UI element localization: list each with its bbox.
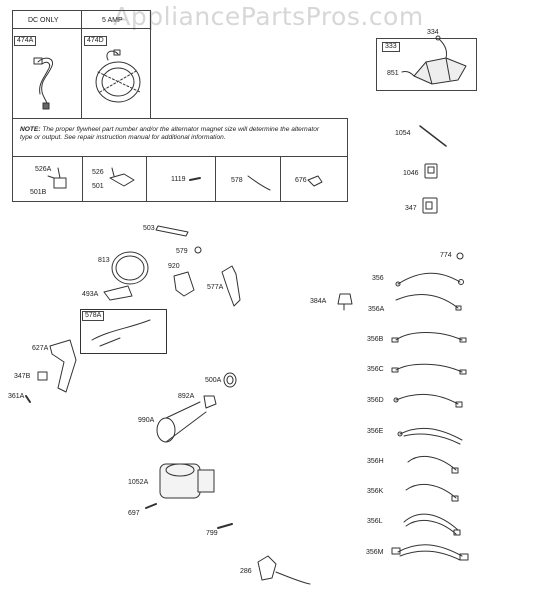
label-627A: 627A — [32, 345, 49, 352]
part-384A-switch — [337, 293, 353, 305]
part-577A-bracket — [221, 265, 241, 307]
label-526: 526 — [92, 169, 104, 176]
part-493A-bracket — [103, 285, 133, 301]
label-774: 774 — [440, 252, 452, 259]
part-578-wire — [247, 175, 271, 191]
part-474D-alternator — [95, 49, 141, 103]
harness-356 — [395, 272, 464, 287]
harness-356E — [397, 427, 463, 445]
label-501B: 501B — [30, 189, 47, 196]
note-label: NOTE: — [20, 126, 41, 133]
label-356M: 356M — [366, 549, 384, 556]
harness-356C — [391, 363, 467, 375]
label-356L: 356L — [367, 518, 383, 525]
part-474A-alternator — [33, 57, 54, 110]
part-333-harness — [401, 35, 467, 85]
part-627A-bracket — [49, 339, 77, 393]
label-361A: 361A — [8, 393, 25, 400]
label-676: 676 — [295, 177, 307, 184]
harness-356D — [393, 393, 463, 408]
label-356: 356 — [372, 275, 384, 282]
part-501B-rectifier — [47, 167, 67, 189]
part-361A-screw — [25, 395, 31, 403]
watermark: AppliancePartsPros.com — [113, 2, 424, 31]
label-356B: 356B — [367, 336, 384, 343]
label-347B: 347B — [14, 373, 31, 380]
part-990A-cone — [156, 401, 207, 443]
part-813-band — [111, 251, 149, 285]
label-347: 347 — [405, 205, 417, 212]
label-501: 501 — [92, 183, 104, 190]
note-text: The proper flywheel part number and/or t… — [20, 126, 320, 141]
part-1052A-starter — [159, 463, 215, 499]
part-286-switch — [257, 555, 311, 585]
label-1052A: 1052A — [128, 479, 149, 486]
label-892A: 892A — [178, 393, 195, 400]
part-892A-gear — [203, 395, 217, 409]
label-356C: 356C — [367, 366, 384, 373]
label-920: 920 — [168, 263, 180, 270]
label-1046: 1046 — [403, 170, 419, 177]
part-1046-connector — [424, 163, 438, 179]
part-579-nut — [194, 246, 202, 254]
label-334: 334 — [427, 29, 439, 36]
harness-356K — [405, 483, 459, 502]
label-333: 333 — [382, 42, 400, 52]
part-920-bracket — [173, 271, 195, 297]
part-500A-washer — [223, 372, 237, 388]
label-356E: 356E — [367, 428, 384, 435]
harness-356B — [391, 332, 467, 343]
label-1119: 1119 — [171, 176, 186, 183]
label-356K: 356K — [367, 488, 384, 495]
label-356D: 356D — [367, 397, 384, 404]
kit-note: NOTE: The proper flywheel part number an… — [20, 126, 320, 142]
label-526A: 526A — [35, 166, 52, 173]
label-356A: 356A — [368, 306, 385, 313]
part-1119-screw — [189, 177, 201, 181]
part-697-screw — [145, 503, 157, 509]
part-774-grommet — [456, 252, 464, 260]
harness-356H — [407, 455, 459, 474]
part-676-clip — [307, 175, 323, 187]
label-493A: 493A — [82, 291, 99, 298]
label-813: 813 — [98, 257, 110, 264]
label-356H: 356H — [367, 458, 384, 465]
label-503: 503 — [143, 225, 155, 232]
col-header-5-amp: 5 AMP — [102, 17, 123, 24]
label-697: 697 — [128, 510, 140, 517]
label-1054: 1054 — [395, 130, 411, 137]
part-347B-connector — [37, 371, 48, 381]
label-474A: 474A — [14, 36, 37, 46]
label-579: 579 — [176, 248, 188, 255]
harness-356M — [391, 544, 469, 561]
label-799: 799 — [206, 530, 218, 537]
part-1054-tie — [419, 125, 447, 147]
label-286: 286 — [240, 568, 252, 575]
label-500A: 500A — [205, 377, 222, 384]
part-799-bolt — [217, 523, 233, 529]
label-578A: 578A — [82, 311, 105, 321]
harness-356L — [403, 513, 461, 536]
col-header-dc-only: DC ONLY — [28, 17, 59, 24]
part-347-connector — [422, 197, 438, 214]
label-851: 851 — [387, 70, 399, 77]
label-384A: 384A — [310, 298, 327, 305]
part-578A-box — [80, 309, 167, 354]
label-990A: 990A — [138, 417, 155, 424]
part-503-strap — [155, 225, 189, 237]
label-578: 578 — [231, 177, 243, 184]
part-501-regulator — [109, 167, 135, 187]
label-577A: 577A — [207, 284, 224, 291]
label-474D: 474D — [84, 36, 107, 46]
harness-356A — [395, 294, 462, 311]
